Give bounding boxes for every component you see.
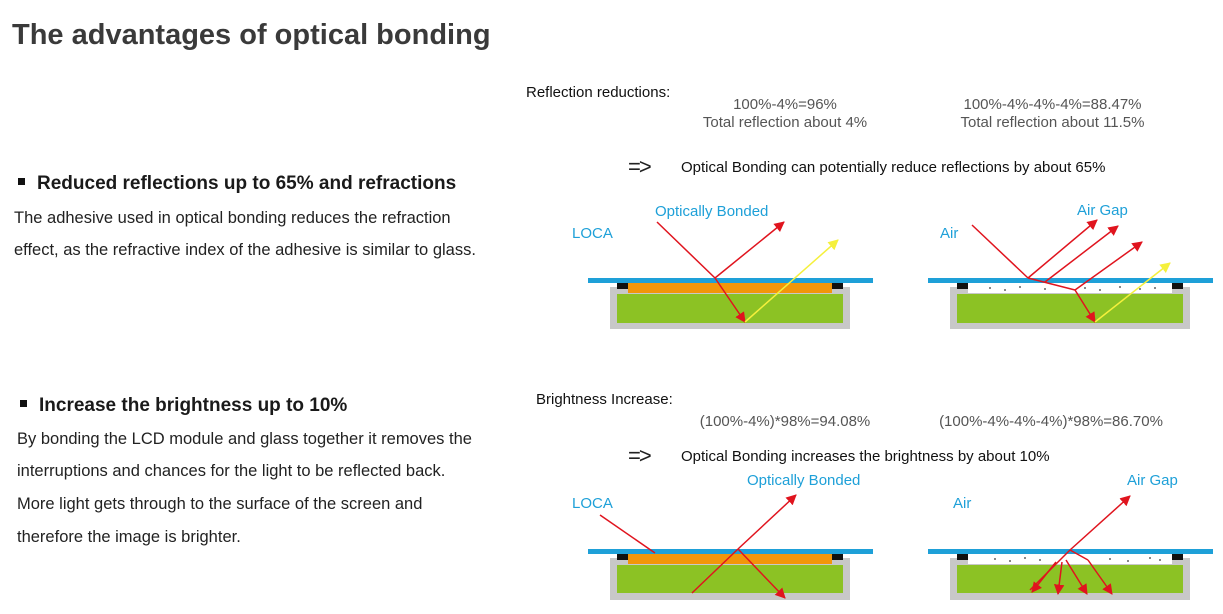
reflected-ray: [1069, 549, 1089, 561]
reflected-back-ray: [1031, 561, 1057, 593]
spacer: [1172, 283, 1183, 289]
section1-heading: Reduced reflections up to 65% and refrac…: [18, 173, 456, 195]
spacer: [832, 283, 843, 289]
label-air-gap: Air Gap: [1127, 472, 1178, 489]
reflection-panel-label: Reflection reductions:: [526, 84, 671, 101]
label-loca: LOCA: [572, 225, 613, 242]
incident-ray: [599, 514, 656, 554]
implies-arrow-icon: =>: [628, 443, 652, 468]
brightness-conclusion: Optical Bonding increases the brightness…: [681, 448, 1050, 465]
label-optically-bonded: Optically Bonded: [655, 203, 769, 220]
air-gap: [968, 554, 1172, 564]
reflection-conclusion: Optical Bonding can potentially reduce r…: [681, 159, 1106, 176]
section2-heading: Increase the brightness up to 10%: [20, 395, 347, 417]
airgap-reflection-formula: 100%-4%-4%-4%=88.47%: [963, 96, 1142, 113]
spacer: [1172, 554, 1183, 560]
section2-line: therefore the image is brighter.: [17, 528, 241, 546]
label-air-gap: Air Gap: [1077, 202, 1128, 219]
bottom-bonded-stack: [588, 494, 873, 600]
section2-line: More light gets through to the surface o…: [17, 495, 423, 513]
refracted-ray: [714, 277, 746, 323]
transmitted-ray: [744, 239, 839, 323]
label-air: Air: [953, 495, 972, 512]
section1-line: effect, as the refractive index of the a…: [14, 241, 476, 259]
lcd-panel: [957, 565, 1183, 593]
spacer: [957, 283, 968, 289]
spacer: [617, 283, 628, 289]
spacer: [957, 554, 968, 560]
reflected-ray: [1044, 225, 1119, 283]
incident-ray: [656, 221, 716, 279]
reflected-back-ray: [737, 548, 786, 599]
reflected-ray: [714, 221, 785, 279]
loca-layer: [628, 554, 832, 564]
bottom-airgap-stack: [928, 495, 1213, 600]
reflected-back-ray: [1053, 561, 1065, 596]
cover-glass: [928, 549, 1213, 554]
reflected-ray: [1074, 241, 1143, 291]
reflected-back-ray: [1065, 559, 1088, 595]
page-title: The advantages of optical bonding: [12, 19, 491, 51]
loca-layer: [628, 283, 832, 293]
reflected-ray: [1027, 219, 1098, 279]
section2-line: By bonding the LCD module and glass toge…: [17, 430, 472, 448]
refracted-ray: [1074, 289, 1096, 323]
dust-particles: [989, 286, 1156, 291]
bonded-brightness-formula: (100%-4%)*98%=94.08%: [699, 413, 871, 430]
light-ray: [691, 548, 739, 594]
section1-heading-text: Reduced reflections up to 65% and refrac…: [37, 173, 457, 194]
dust-particles: [994, 557, 1161, 562]
bullet-square-icon: [20, 400, 27, 408]
section2-heading-text: Increase the brightness up to 10%: [39, 395, 348, 416]
bonded-reflection-total: Total reflection about 4%: [702, 114, 868, 131]
cover-glass: [588, 549, 873, 554]
incident-ray: [971, 224, 1029, 279]
label-optically-bonded: Optically Bonded: [747, 472, 861, 489]
airgap-brightness-formula: (100%-4%-4%-4%)*98%=86.70%: [939, 413, 1163, 430]
top-airgap-stack: [928, 219, 1213, 329]
label-loca: LOCA: [572, 495, 613, 512]
top-bonded-stack: [588, 221, 873, 329]
outgoing-ray: [1069, 495, 1131, 551]
reflected-back-ray: [1087, 559, 1113, 595]
lcd-panel: [617, 565, 843, 593]
bullet-square-icon: [18, 178, 25, 186]
spacer: [832, 554, 843, 560]
cover-glass: [928, 278, 1213, 283]
airgap-reflection-total: Total reflection about 11.5%: [960, 114, 1145, 131]
brightness-panel-label: Brightness Increase:: [536, 391, 673, 408]
bonded-reflection-formula: 100%-4%=96%: [733, 96, 837, 113]
implies-arrow-icon: =>: [628, 154, 652, 179]
section1-line: The adhesive used in optical bonding red…: [14, 209, 451, 227]
cover-glass: [588, 278, 873, 283]
section2-line: interruptions and chances for the light …: [17, 462, 446, 480]
lcd-panel: [957, 294, 1183, 323]
label-air: Air: [940, 225, 959, 242]
lcd-panel: [617, 294, 843, 323]
outgoing-ray: [737, 494, 797, 550]
spacer: [617, 554, 628, 560]
transmitted-ray: [1094, 262, 1171, 323]
refracted-ray: [1027, 277, 1076, 291]
